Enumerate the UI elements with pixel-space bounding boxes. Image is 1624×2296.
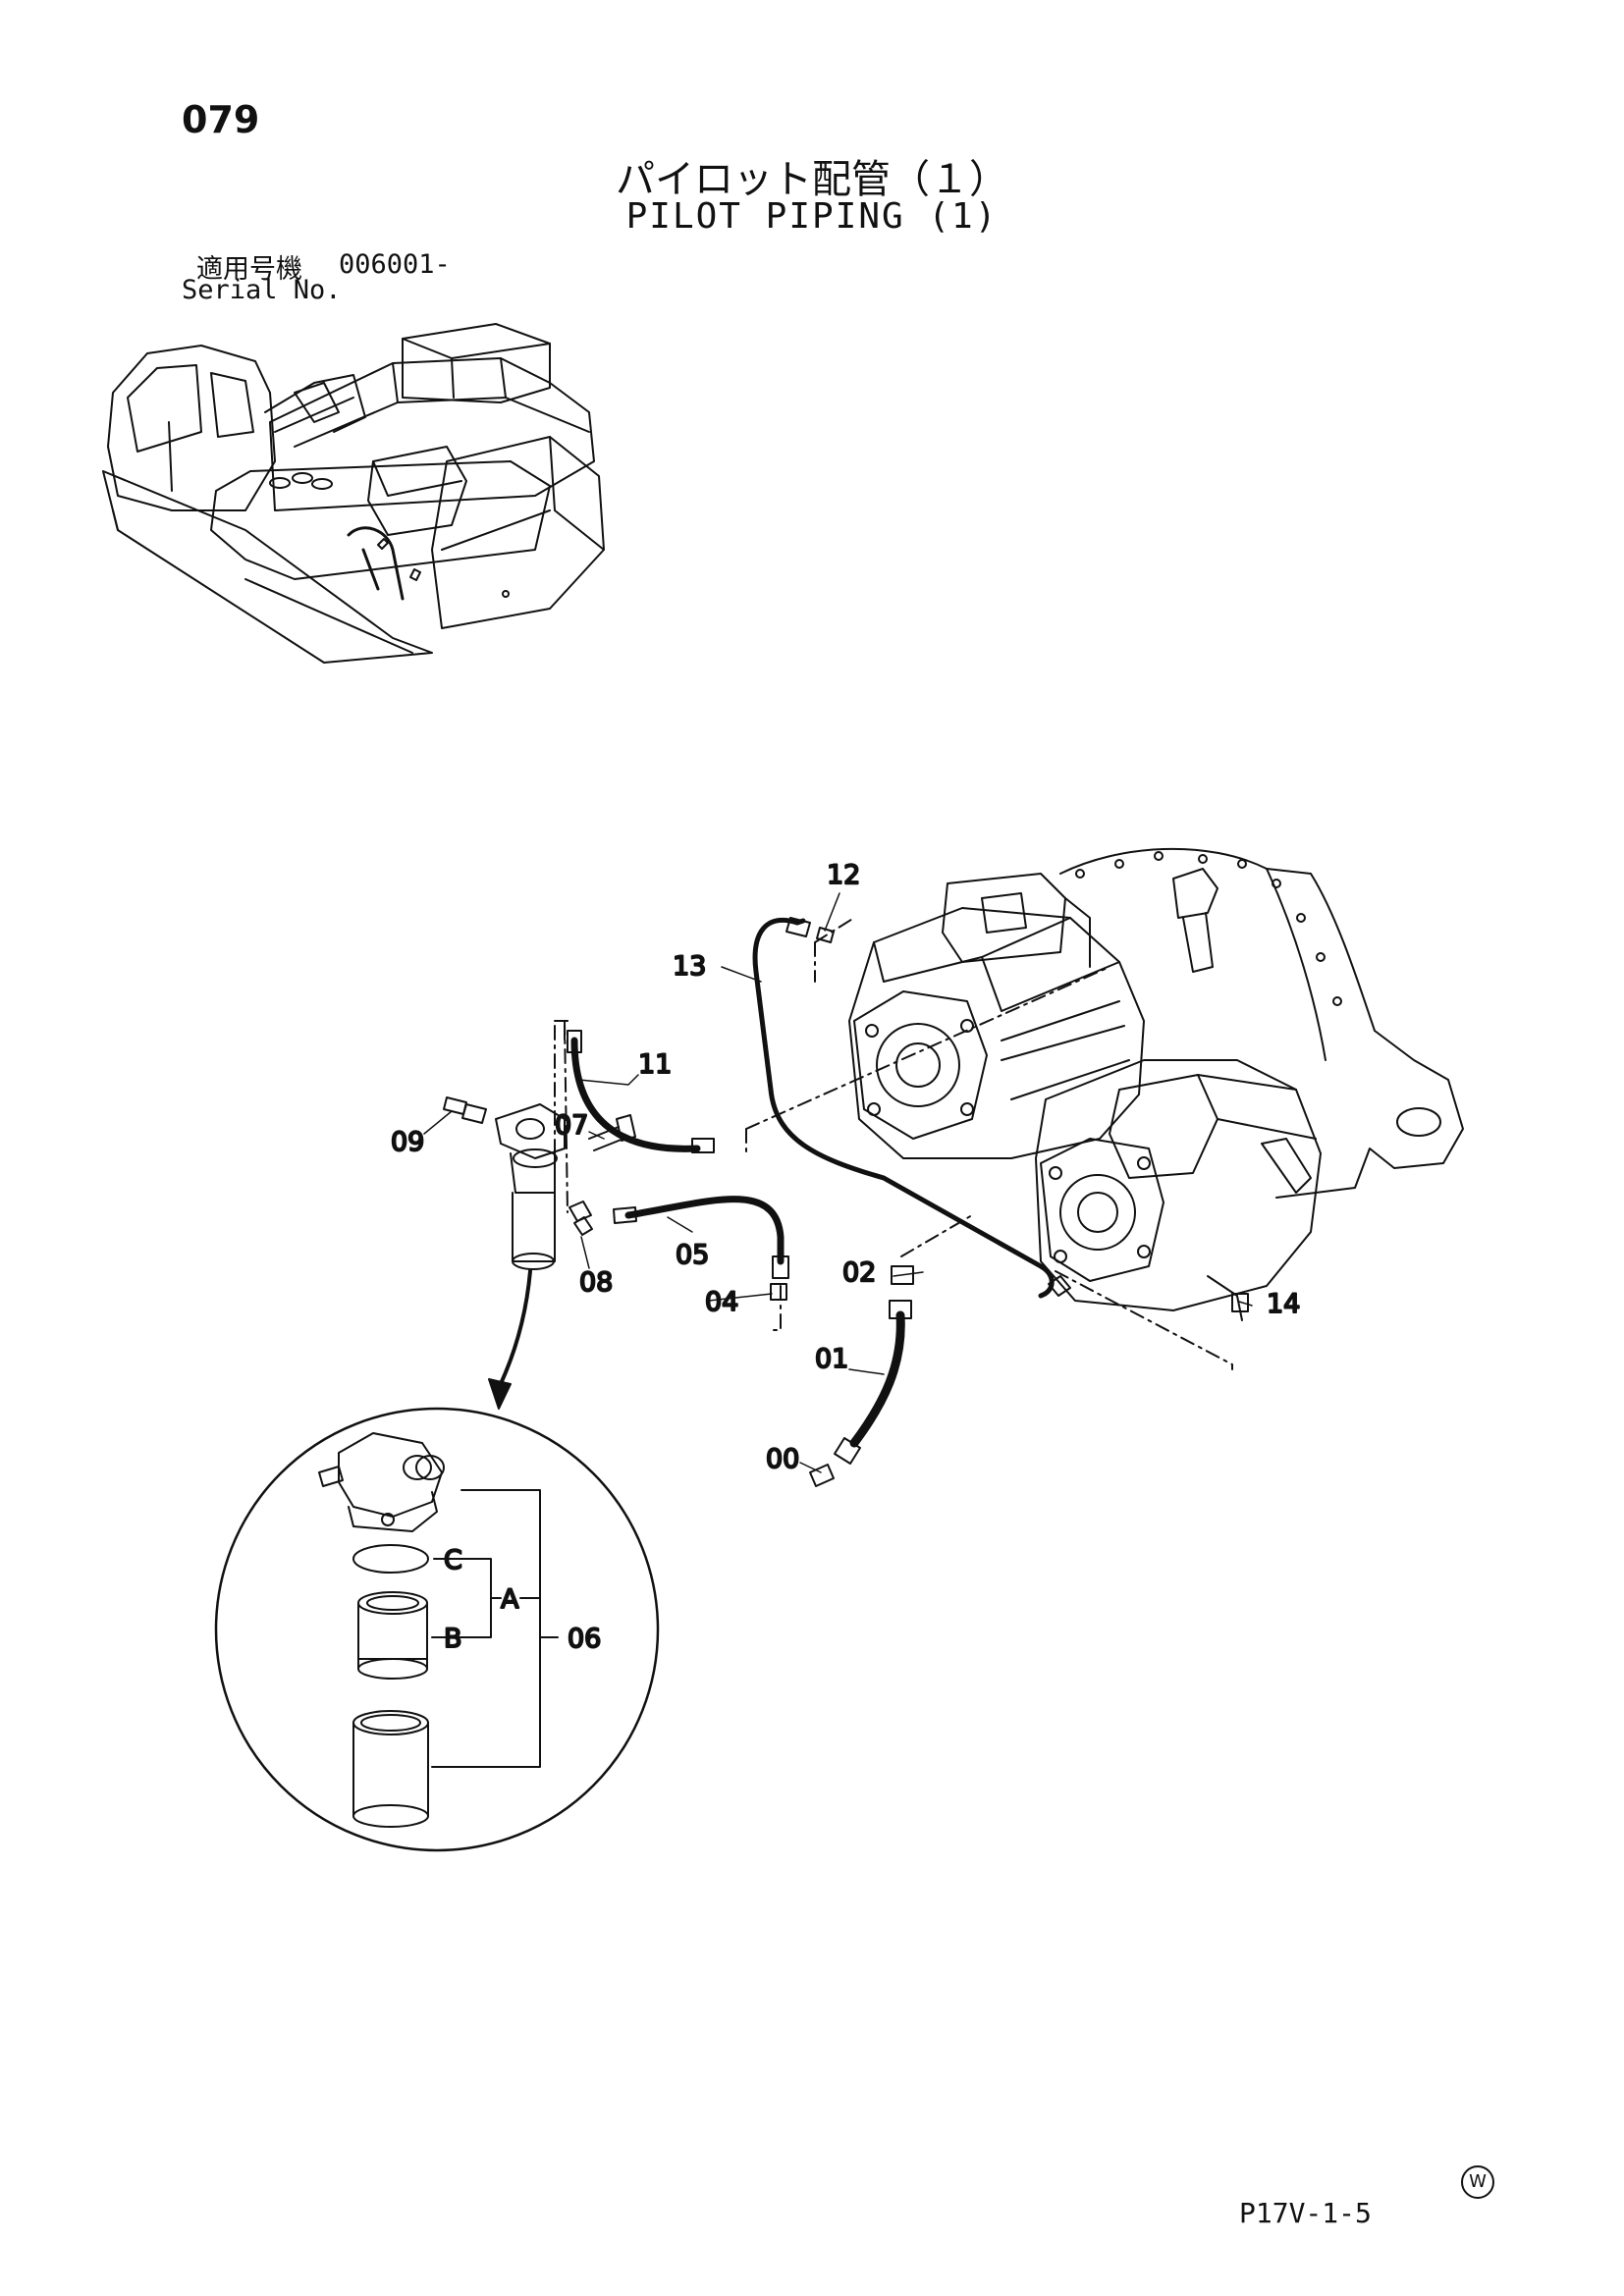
callout-08: 08 [579,1267,613,1298]
dashed-leader-lines [554,917,1233,1370]
callout-04: 04 [705,1287,738,1317]
callout-05: 05 [676,1240,709,1270]
pilot-pipes-and-hoses [567,917,1249,1487]
callout-11: 11 [638,1049,672,1080]
page-number: 079 [182,98,260,141]
serial-label-en: Serial No. [182,275,342,305]
detail-leader [488,1269,532,1410]
callout-B: B [444,1624,462,1654]
pilot-filter-assembly [443,1096,636,1270]
page-title-en: PILOT PIPING (1) [625,196,999,237]
serial-value: 006001- [339,249,451,280]
callout-A: A [501,1584,519,1615]
callout-01: 01 [815,1344,848,1374]
callout-C: C [444,1545,462,1575]
callout-02: 02 [842,1257,876,1288]
excavator-overview-illustration [102,323,605,664]
watermark-w-icon: W [1461,2165,1494,2199]
callout-00: 00 [766,1444,799,1474]
callout-09: 09 [391,1127,424,1157]
callout-06: 06 [568,1624,601,1654]
hydraulic-pump-assembly [848,847,1464,1321]
page-title-jp: パイロット配管（１） [616,157,1008,202]
serial-label-jp: 適用号機 [196,254,302,285]
callout-07: 07 [555,1110,588,1141]
callout-leader-lines [423,892,1253,1473]
callout-13: 13 [673,951,706,982]
callout-14: 14 [1267,1289,1300,1319]
callout-12: 12 [827,860,860,890]
drawing-code: P17V-1-5 [1239,2197,1372,2229]
filter-detail-circle [214,1407,660,1852]
